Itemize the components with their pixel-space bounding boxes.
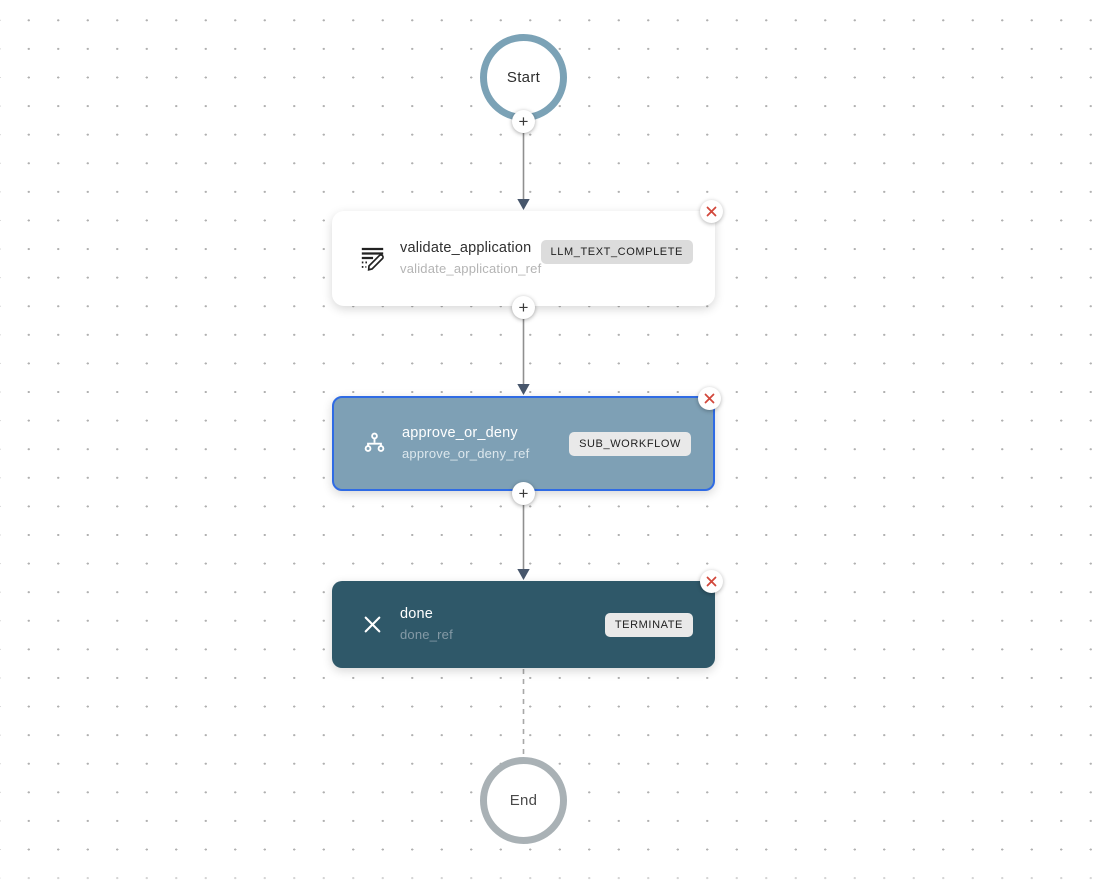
- start-node-label: Start: [506, 69, 541, 86]
- llm-text-complete-icon: [358, 245, 386, 272]
- close-icon: [706, 206, 717, 217]
- remove-task-button[interactable]: [698, 387, 721, 410]
- task-name: approve_or_deny: [402, 425, 518, 441]
- add-task-button-after-validate[interactable]: +: [512, 296, 535, 319]
- start-node[interactable]: Start: [480, 34, 567, 121]
- task-node-approve-or-deny[interactable]: approve_or_deny approve_or_deny_ref SUB_…: [332, 387, 721, 491]
- task-reference-name: validate_application_ref: [400, 261, 542, 276]
- add-task-button-after-start[interactable]: +: [512, 110, 535, 133]
- task-text-block: done done_ref: [400, 604, 453, 645]
- task-text-block: validate_application validate_applicatio…: [400, 238, 541, 279]
- task-name: done: [400, 606, 434, 622]
- task-type-badge: SUB_WORKFLOW: [569, 431, 691, 456]
- add-task-button-after-approve[interactable]: +: [512, 482, 535, 505]
- end-node-label: End: [509, 792, 538, 809]
- end-node[interactable]: End: [480, 757, 567, 844]
- task-type-badge: TERMINATE: [604, 612, 693, 637]
- remove-task-button[interactable]: [700, 570, 723, 593]
- task-name: validate_application: [400, 240, 532, 256]
- close-icon: [706, 576, 717, 587]
- remove-task-button[interactable]: [700, 200, 723, 223]
- task-text-block: approve_or_deny approve_or_deny_ref: [402, 423, 529, 464]
- close-icon: [704, 393, 715, 404]
- task-reference-name: done_ref: [400, 627, 453, 642]
- task-node-done[interactable]: done done_ref TERMINATE: [332, 570, 723, 668]
- task-node-validate-application[interactable]: validate_application validate_applicatio…: [332, 200, 723, 306]
- terminate-icon: [358, 614, 386, 635]
- sub-workflow-icon: [360, 431, 388, 456]
- task-reference-name: approve_or_deny_ref: [402, 446, 530, 461]
- task-type-badge: LLM_TEXT_COMPLETE: [540, 239, 693, 264]
